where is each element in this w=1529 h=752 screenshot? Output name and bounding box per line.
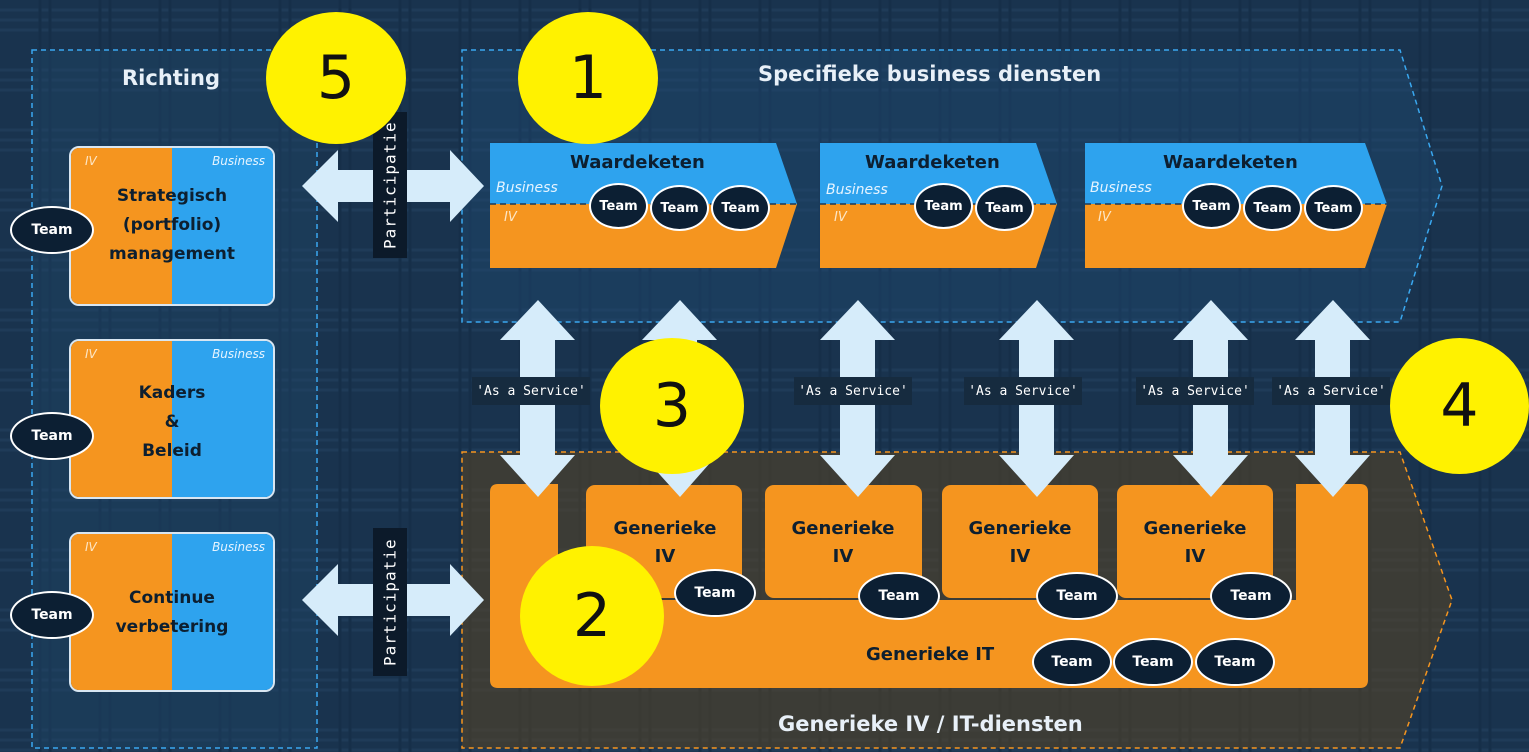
- team-badge: Team: [650, 185, 709, 231]
- marker-4: 4: [1390, 338, 1529, 474]
- value-chain-iv-label: IV: [1098, 210, 1111, 225]
- team-badge: Team: [1032, 638, 1112, 686]
- participatie-label-top: Participatie: [373, 112, 407, 258]
- as-a-service-label: 'As a Service': [1272, 377, 1390, 405]
- card-strategisch: IV Business Strategisch (portfolio) mana…: [69, 146, 275, 306]
- card-line: &: [164, 412, 180, 432]
- team-badge: Team: [10, 591, 94, 639]
- generieke-it-label: Generieke IT: [866, 644, 995, 665]
- value-chain-iv-label: IV: [504, 210, 517, 225]
- marker-5: 5: [266, 12, 406, 144]
- card-iv-label: IV: [85, 347, 97, 361]
- marker-1: 1: [518, 12, 658, 144]
- card-business-label: Business: [212, 347, 265, 361]
- value-chain-business-label: Business: [496, 180, 558, 196]
- team-badge: Team: [10, 412, 94, 460]
- value-chain-business-label: Business: [826, 182, 888, 198]
- generieke-iv-block-3: [942, 485, 1098, 598]
- card-business-label: Business: [212, 540, 265, 554]
- generieke-it-shape: [490, 484, 1368, 688]
- specifieke-business-title: Specifieke business diensten: [758, 62, 1102, 86]
- team-badge: Team: [589, 183, 648, 229]
- team-badge: Team: [1113, 638, 1193, 686]
- team-badge: Team: [1210, 572, 1292, 620]
- generieke-iv-it-title: Generieke IV / IT-diensten: [778, 712, 1083, 736]
- team-badge: Team: [1036, 572, 1118, 620]
- participatie-label-bottom: Participatie: [373, 528, 407, 676]
- card-business-label: Business: [212, 154, 265, 168]
- richting-title: Richting: [122, 66, 220, 90]
- value-chain-title: Waardeketen: [865, 152, 1000, 173]
- team-badge: Team: [1243, 185, 1302, 231]
- team-badge: Team: [711, 185, 770, 231]
- team-badge: Team: [975, 185, 1034, 231]
- value-chain-title: Waardeketen: [570, 152, 705, 173]
- as-a-service-label: 'As a Service': [472, 377, 590, 405]
- as-a-service-label: 'As a Service': [794, 377, 912, 405]
- marker-3: 3: [600, 338, 744, 474]
- team-badge: Team: [858, 572, 940, 620]
- team-badge: Team: [674, 569, 756, 617]
- as-a-service-label: 'As a Service': [1136, 377, 1254, 405]
- as-a-service-label: 'As a Service': [964, 377, 1082, 405]
- card-iv-label: IV: [85, 154, 97, 168]
- value-chain-iv-label: IV: [834, 210, 847, 225]
- team-badge: Team: [10, 206, 94, 254]
- card-line: verbetering: [115, 617, 229, 637]
- card-iv-label: IV: [85, 540, 97, 554]
- card-line: management: [109, 244, 235, 264]
- generieke-iv-block-2: [765, 485, 922, 598]
- marker-2: 2: [520, 546, 664, 686]
- team-badge: Team: [1195, 638, 1275, 686]
- card-line: Beleid: [142, 441, 202, 461]
- team-badge: Team: [914, 183, 973, 229]
- generieke-iv-block-4: [1117, 485, 1273, 598]
- card-continue: IV Business Continue verbetering: [69, 532, 275, 692]
- card-line: Strategisch: [116, 186, 228, 206]
- value-chain-title: Waardeketen: [1163, 152, 1298, 173]
- card-kaders: IV Business Kaders & Beleid: [69, 339, 275, 499]
- card-line: Continue: [129, 588, 215, 608]
- card-line: (portfolio): [122, 215, 222, 235]
- card-line: Kaders: [138, 383, 206, 403]
- team-badge: Team: [1304, 185, 1363, 231]
- value-chain-business-label: Business: [1090, 180, 1152, 196]
- team-badge: Team: [1182, 183, 1241, 229]
